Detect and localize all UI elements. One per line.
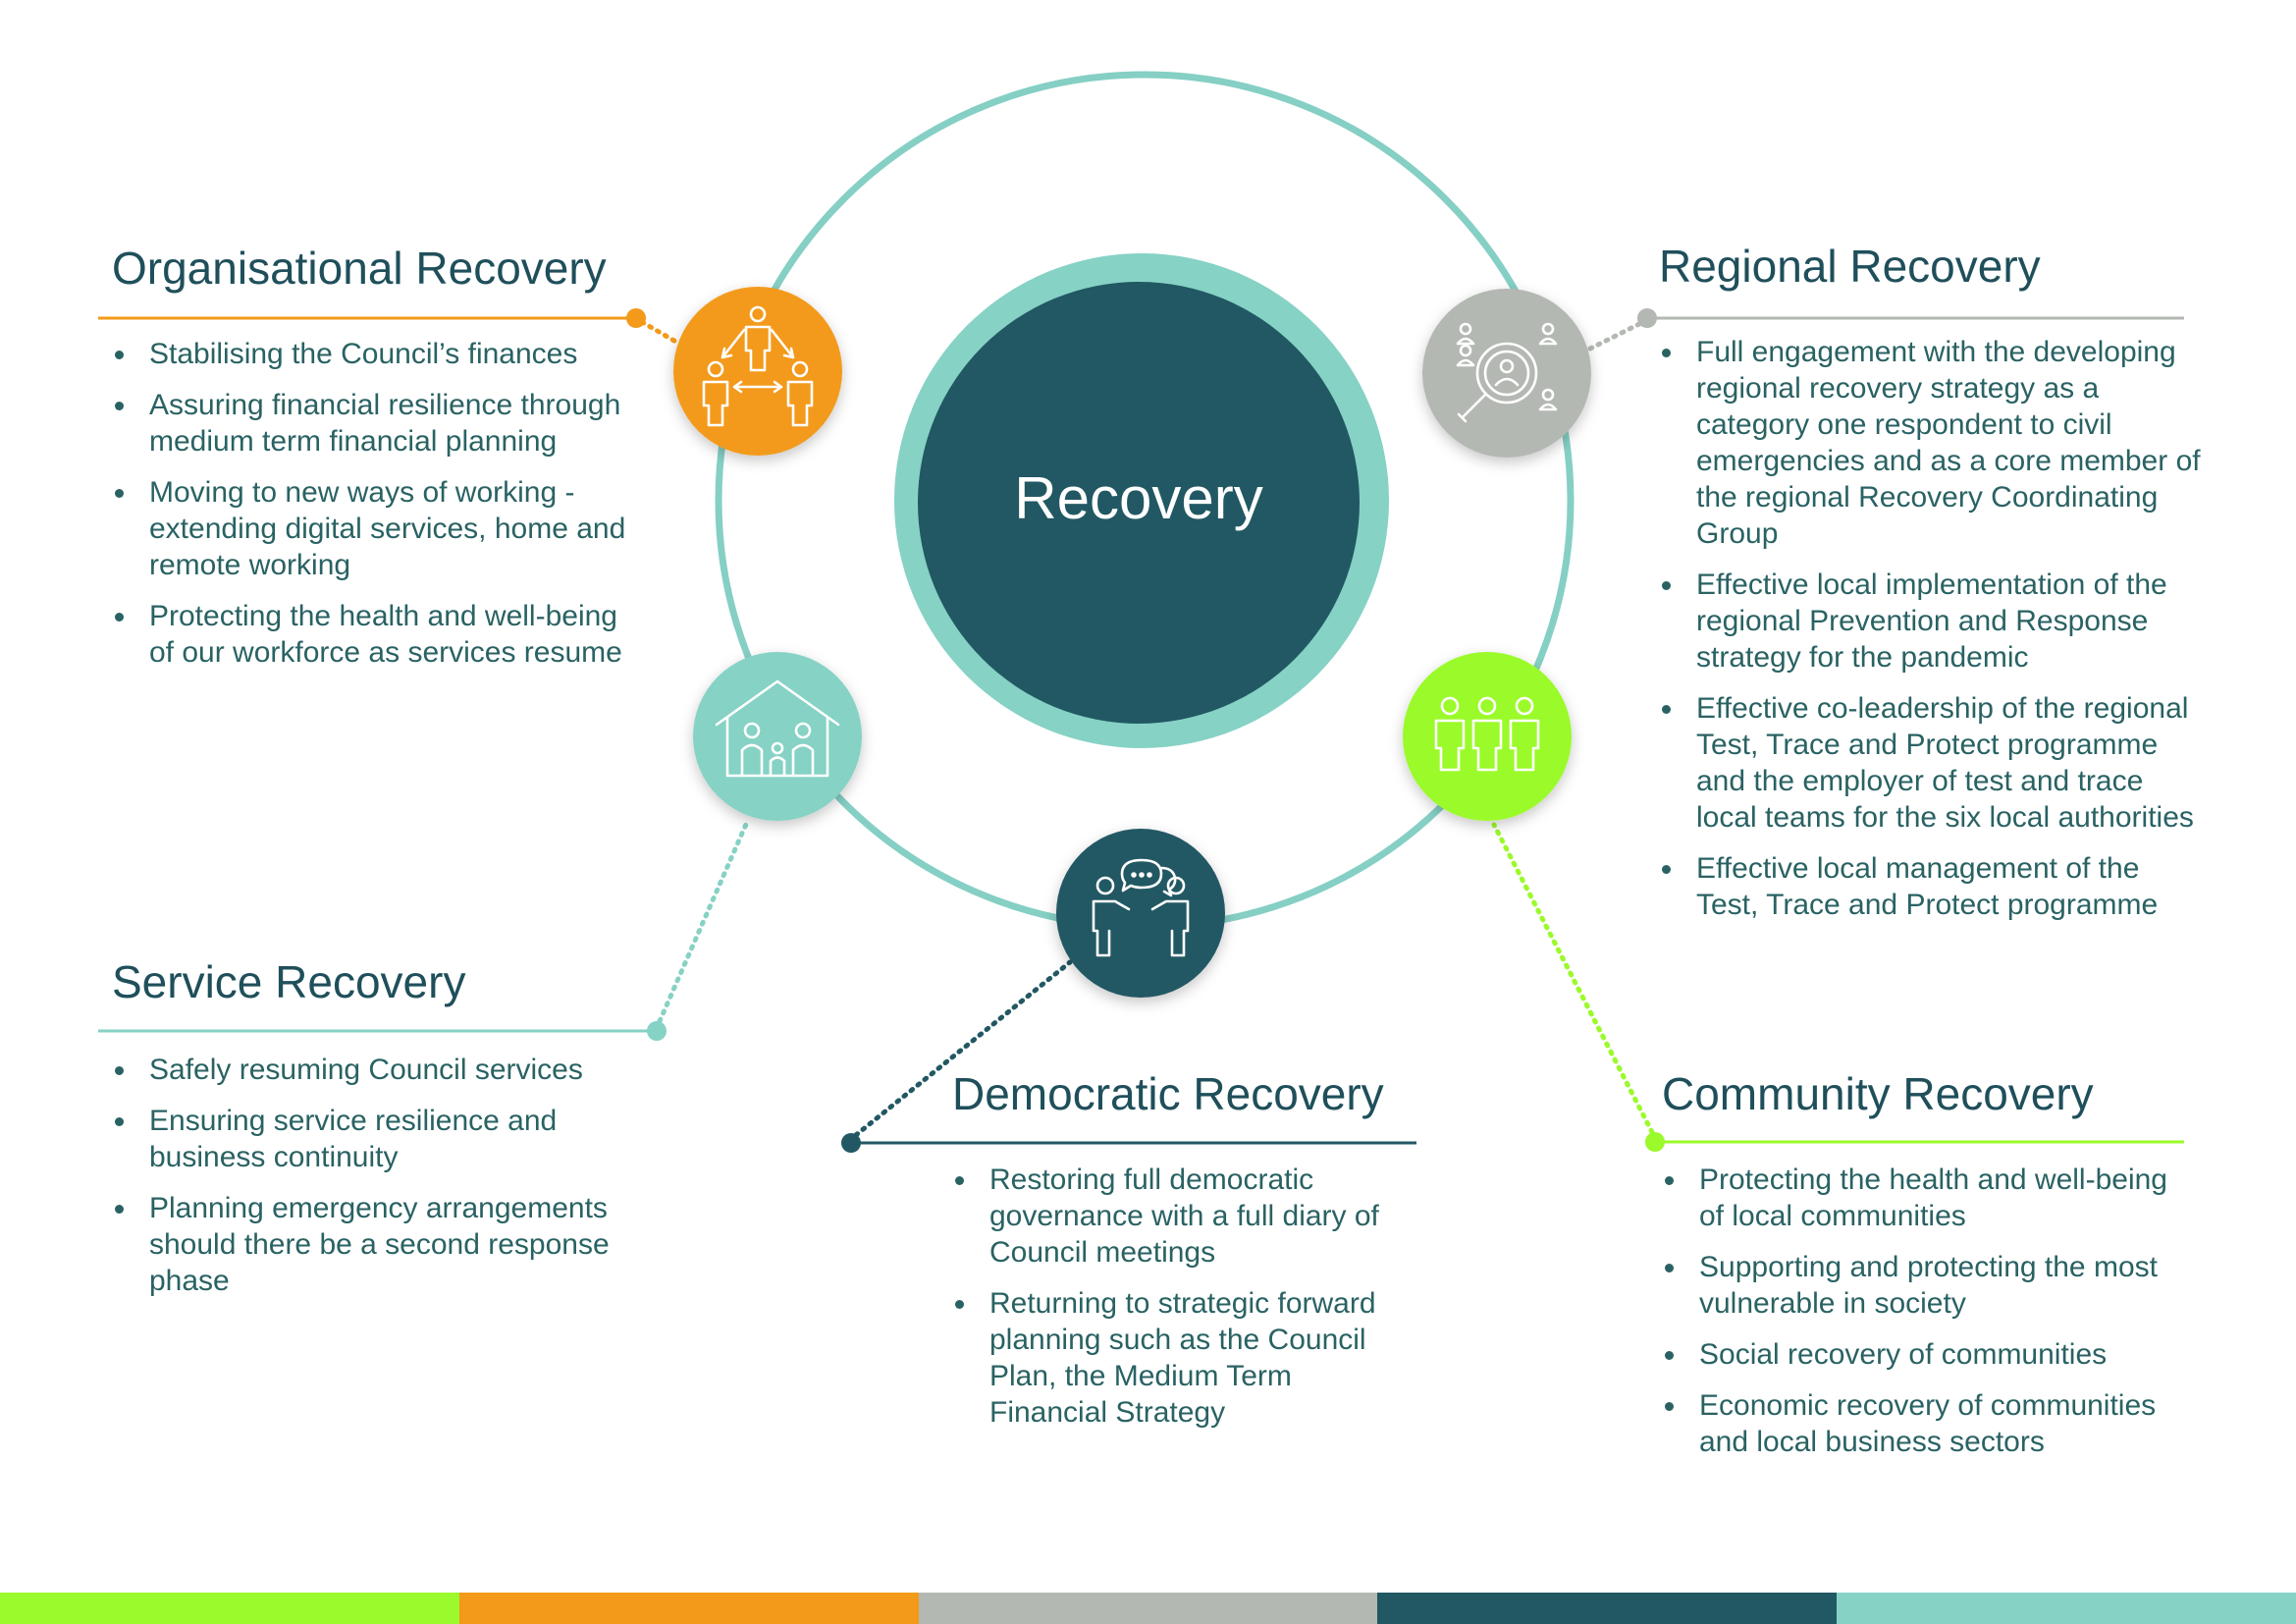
organisational-node bbox=[673, 287, 842, 456]
community-list: Protecting the health and well-being of … bbox=[1662, 1162, 2192, 1460]
footer-segment-green bbox=[0, 1593, 459, 1624]
regional-node bbox=[1422, 289, 1591, 458]
democratic-connector-dot bbox=[841, 1133, 861, 1153]
list-item: Protecting the health and well-being of … bbox=[1662, 1162, 2192, 1234]
service-title: Service Recovery bbox=[112, 956, 466, 1007]
service-section: Service Recovery Safely resuming Council… bbox=[112, 955, 642, 1314]
footer-segment-teal-dark bbox=[1377, 1593, 1838, 1624]
list-item: Effective co-leadership of the regional … bbox=[1659, 690, 2209, 836]
regional-list: Full engagement with the developing regi… bbox=[1659, 334, 2209, 923]
organisational-section: Organisational Recovery Stabilising the … bbox=[112, 242, 642, 685]
regional-section: Regional Recovery Full engagement with t… bbox=[1659, 240, 2209, 938]
list-item: Social recovery of communities bbox=[1662, 1336, 2192, 1373]
list-item: Planning emergency arrangements should t… bbox=[112, 1190, 642, 1299]
conversation-icon bbox=[1092, 858, 1190, 957]
regional-connector-dot bbox=[1637, 308, 1657, 328]
list-item: Protecting the health and well-being of … bbox=[112, 598, 642, 671]
footer-segment-teal-light bbox=[1837, 1593, 2296, 1624]
team-hierarchy-icon bbox=[702, 305, 814, 427]
list-item: Full engagement with the developing regi… bbox=[1659, 334, 2209, 552]
center-circle bbox=[918, 282, 1360, 724]
three-people-icon bbox=[1434, 696, 1540, 772]
organisational-title: Organisational Recovery bbox=[112, 243, 607, 294]
democratic-list: Restoring full democratic governance wit… bbox=[952, 1162, 1414, 1431]
community-title: Community Recovery bbox=[1662, 1068, 2094, 1119]
regional-title: Regional Recovery bbox=[1659, 241, 2041, 292]
democratic-section: Democratic Recovery Restoring full democ… bbox=[952, 1067, 1414, 1445]
list-item: Returning to strategic forward planning … bbox=[952, 1285, 1414, 1431]
magnifier-people-icon bbox=[1456, 322, 1558, 423]
democratic-title: Democratic Recovery bbox=[952, 1068, 1384, 1119]
list-item: Assuring financial resilience through me… bbox=[112, 387, 642, 460]
list-item: Effective local management of the Test, … bbox=[1659, 850, 2209, 923]
footer-color-bar bbox=[0, 1593, 2296, 1624]
center-label: Recovery bbox=[1014, 465, 1262, 531]
service-connector-dot bbox=[647, 1021, 667, 1041]
community-connector bbox=[1491, 822, 1655, 1135]
list-item: Economic recovery of communities and loc… bbox=[1662, 1387, 2192, 1460]
democratic-node bbox=[1056, 829, 1225, 998]
regional-connector bbox=[1587, 321, 1642, 352]
list-item: Ensuring service resilience and business… bbox=[112, 1103, 642, 1175]
list-item: Moving to new ways of working - extendin… bbox=[112, 474, 642, 583]
list-item: Supporting and protecting the most vulne… bbox=[1662, 1249, 2192, 1322]
house-family-icon bbox=[715, 679, 840, 778]
organisational-list: Stabilising the Council’s finances Assur… bbox=[112, 336, 642, 671]
service-list: Safely resuming Council services Ensurin… bbox=[112, 1052, 642, 1299]
list-item: Effective local implementation of the re… bbox=[1659, 567, 2209, 676]
service-connector bbox=[657, 817, 751, 1024]
list-item: Stabilising the Council’s finances bbox=[112, 336, 642, 372]
footer-segment-orange bbox=[458, 1593, 919, 1624]
service-node bbox=[693, 652, 862, 821]
list-item: Safely resuming Council services bbox=[112, 1052, 642, 1088]
democratic-connector bbox=[853, 959, 1073, 1138]
footer-segment-grey bbox=[918, 1593, 1378, 1624]
community-connector-dot bbox=[1645, 1132, 1665, 1152]
list-item: Restoring full democratic governance wit… bbox=[952, 1162, 1414, 1271]
organisational-connector bbox=[639, 319, 682, 347]
community-node bbox=[1403, 652, 1572, 821]
community-section: Community Recovery Protecting the health… bbox=[1662, 1067, 2192, 1475]
